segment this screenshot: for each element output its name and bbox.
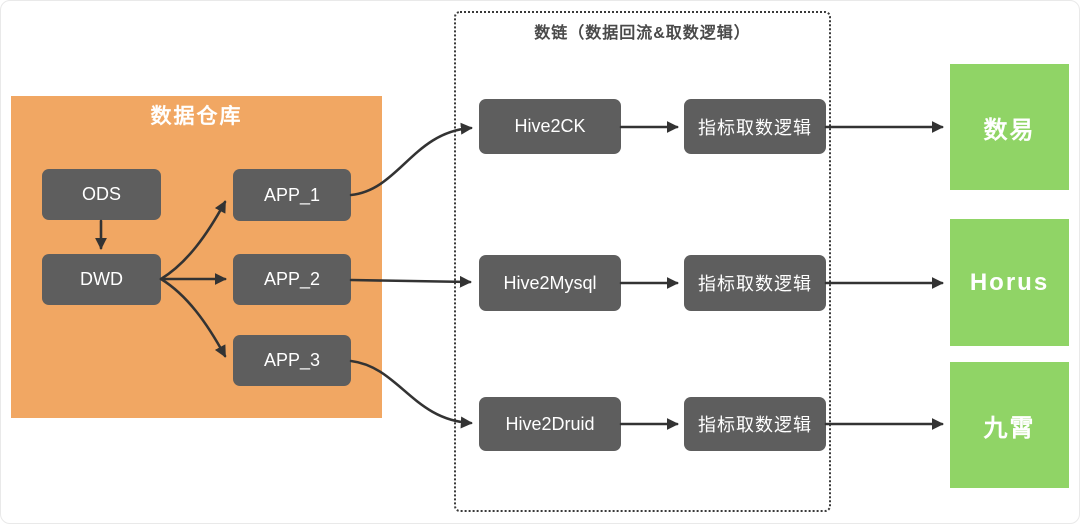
node-hive2druid: Hive2Druid (479, 397, 621, 451)
node-hive2ck: Hive2CK (479, 99, 621, 154)
node-hive2mysql: Hive2Mysql (479, 255, 621, 311)
node-app-3: APP_3 (233, 335, 351, 386)
target-horus: Horus (950, 219, 1069, 346)
target-jiuxiao: 九霄 (950, 362, 1069, 488)
pipeline-title: 数链（数据回流&取数逻辑） (534, 25, 751, 42)
warehouse-title: 数据仓库 (150, 105, 243, 128)
target-shuyi: 数易 (950, 64, 1069, 190)
node-metric-logic-1: 指标取数逻辑 (684, 99, 826, 154)
node-dwd: DWD (42, 254, 161, 305)
pipeline-panel: 数链（数据回流&取数逻辑） (454, 11, 831, 512)
node-metric-logic-2: 指标取数逻辑 (684, 255, 826, 311)
node-app-1: APP_1 (233, 169, 351, 221)
node-metric-logic-3: 指标取数逻辑 (684, 397, 826, 451)
node-ods: ODS (42, 169, 161, 220)
node-app-2: APP_2 (233, 254, 351, 305)
